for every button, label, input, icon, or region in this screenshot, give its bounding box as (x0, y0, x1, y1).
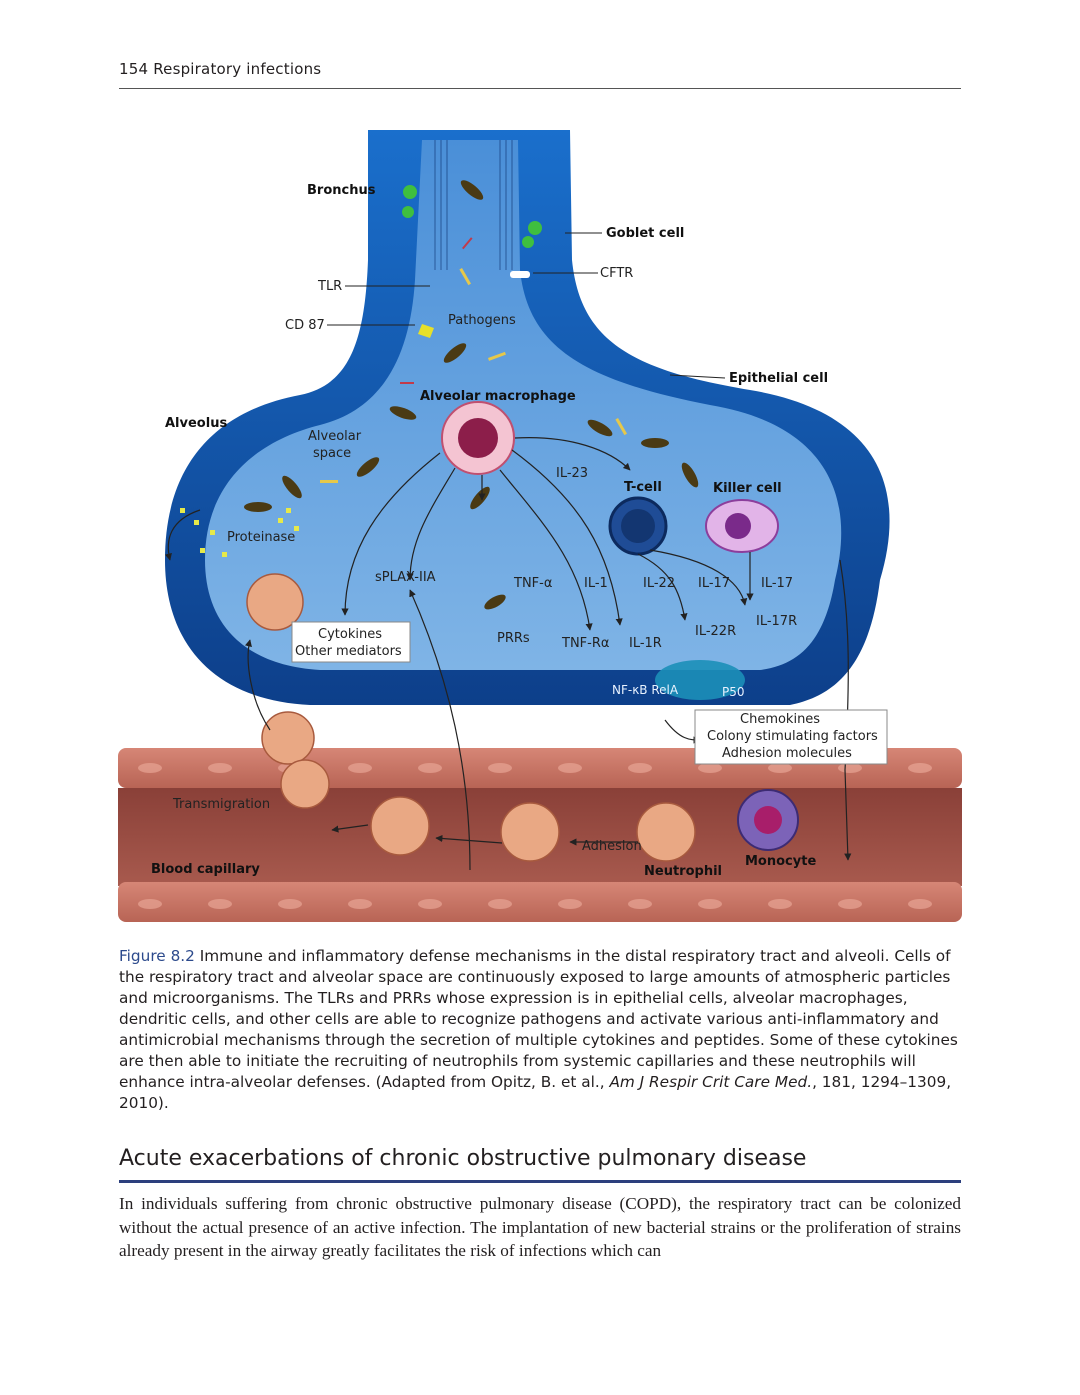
il22-label: IL-22 (643, 576, 675, 591)
proteinase-label: Proteinase (227, 530, 295, 545)
cytokines-box (291, 621, 411, 663)
caption-text: Immune and inflammatory defense mechanis… (119, 947, 958, 1091)
neutrophil-cells (246, 573, 696, 862)
alveolus-label: Alveolus (165, 416, 227, 431)
monocyte-label: Monocyte (745, 854, 816, 869)
pathogens-label: Pathogens (448, 313, 516, 328)
killer-cell-label: Killer cell (713, 481, 782, 496)
il17-label-b: IL-17 (761, 576, 793, 591)
neutrophil-label: Neutrophil (644, 864, 722, 879)
epithelial-cell-label: Epithelial cell (729, 371, 828, 386)
figure-number: Figure 8.2 (119, 947, 195, 965)
caption-citation: , 181, 1294–1309, 2010). (119, 1073, 952, 1112)
monocyte-cell (737, 789, 799, 851)
il1r-label: IL-1R (629, 636, 662, 651)
header-rule (119, 88, 961, 89)
cftr-label: CFTR (600, 266, 633, 281)
chemokines-box (694, 709, 888, 765)
goblet-cell-granules (402, 185, 542, 248)
il1-label: IL-1 (584, 576, 608, 591)
il17r-label: IL-17R (756, 614, 797, 629)
figure-caption: Figure 8.2 Immune and inflammatory defen… (119, 946, 961, 1114)
transmigration-label: Transmigration (172, 797, 270, 812)
caption-journal: Am J Respir Crit Care Med. (609, 1073, 813, 1091)
adhesion-molecules-label: Adhesion molecules (722, 746, 852, 761)
colony-factors-label: Colony stimulating factors (707, 729, 878, 744)
alveolar-space-label-2: space (313, 446, 351, 461)
other-mediators-label: Other mediators (295, 644, 402, 659)
p50-label: P50 (722, 685, 745, 699)
alveolar-space-label: Alveolar (308, 429, 362, 444)
cytokines-label: Cytokines (318, 627, 382, 642)
killer-cell (705, 499, 779, 553)
running-head: 154 Respiratory infections (119, 60, 322, 78)
splax-label: sPLAX-IIA (375, 570, 436, 585)
alveolar-macrophage (441, 401, 515, 475)
il22r-label: IL-22R (695, 624, 736, 639)
t-cell-label: T-cell (624, 480, 662, 495)
section-rule (119, 1180, 961, 1183)
goblet-cell-label: Goblet cell (606, 226, 684, 241)
prrs-label: PRRs (497, 631, 530, 646)
tlr-label: TLR (317, 279, 342, 294)
bronchus-label: Bronchus (307, 183, 376, 198)
alveolar-macrophage-label: Alveolar macrophage (420, 389, 576, 404)
figure-diagram: Bronchus Goblet cell CFTR TLR CD 87 Path… (110, 120, 970, 930)
tnf-alpha-label: TNF-α (513, 576, 552, 591)
t-cell (608, 496, 668, 556)
tnf-ra-label: TNF-Rα (561, 636, 609, 651)
label-pointers (327, 232, 726, 379)
adhesion-label: Adhesion (582, 839, 642, 854)
il17-label-a: IL-17 (698, 576, 730, 591)
pathogens-group (180, 180, 699, 610)
body-paragraph: In individuals suffering from chronic ob… (119, 1194, 961, 1260)
signaling-arrows (164, 437, 852, 871)
blood-capillary-label: Blood capillary (151, 862, 260, 877)
chemokines-label: Chemokines (740, 712, 820, 727)
cd87-label: CD 87 (285, 318, 325, 333)
section-heading: Acute exacerbations of chronic obstructi… (119, 1146, 807, 1171)
il23-label: IL-23 (556, 466, 588, 481)
nfkb-label: NF-κB RelA (612, 683, 679, 697)
